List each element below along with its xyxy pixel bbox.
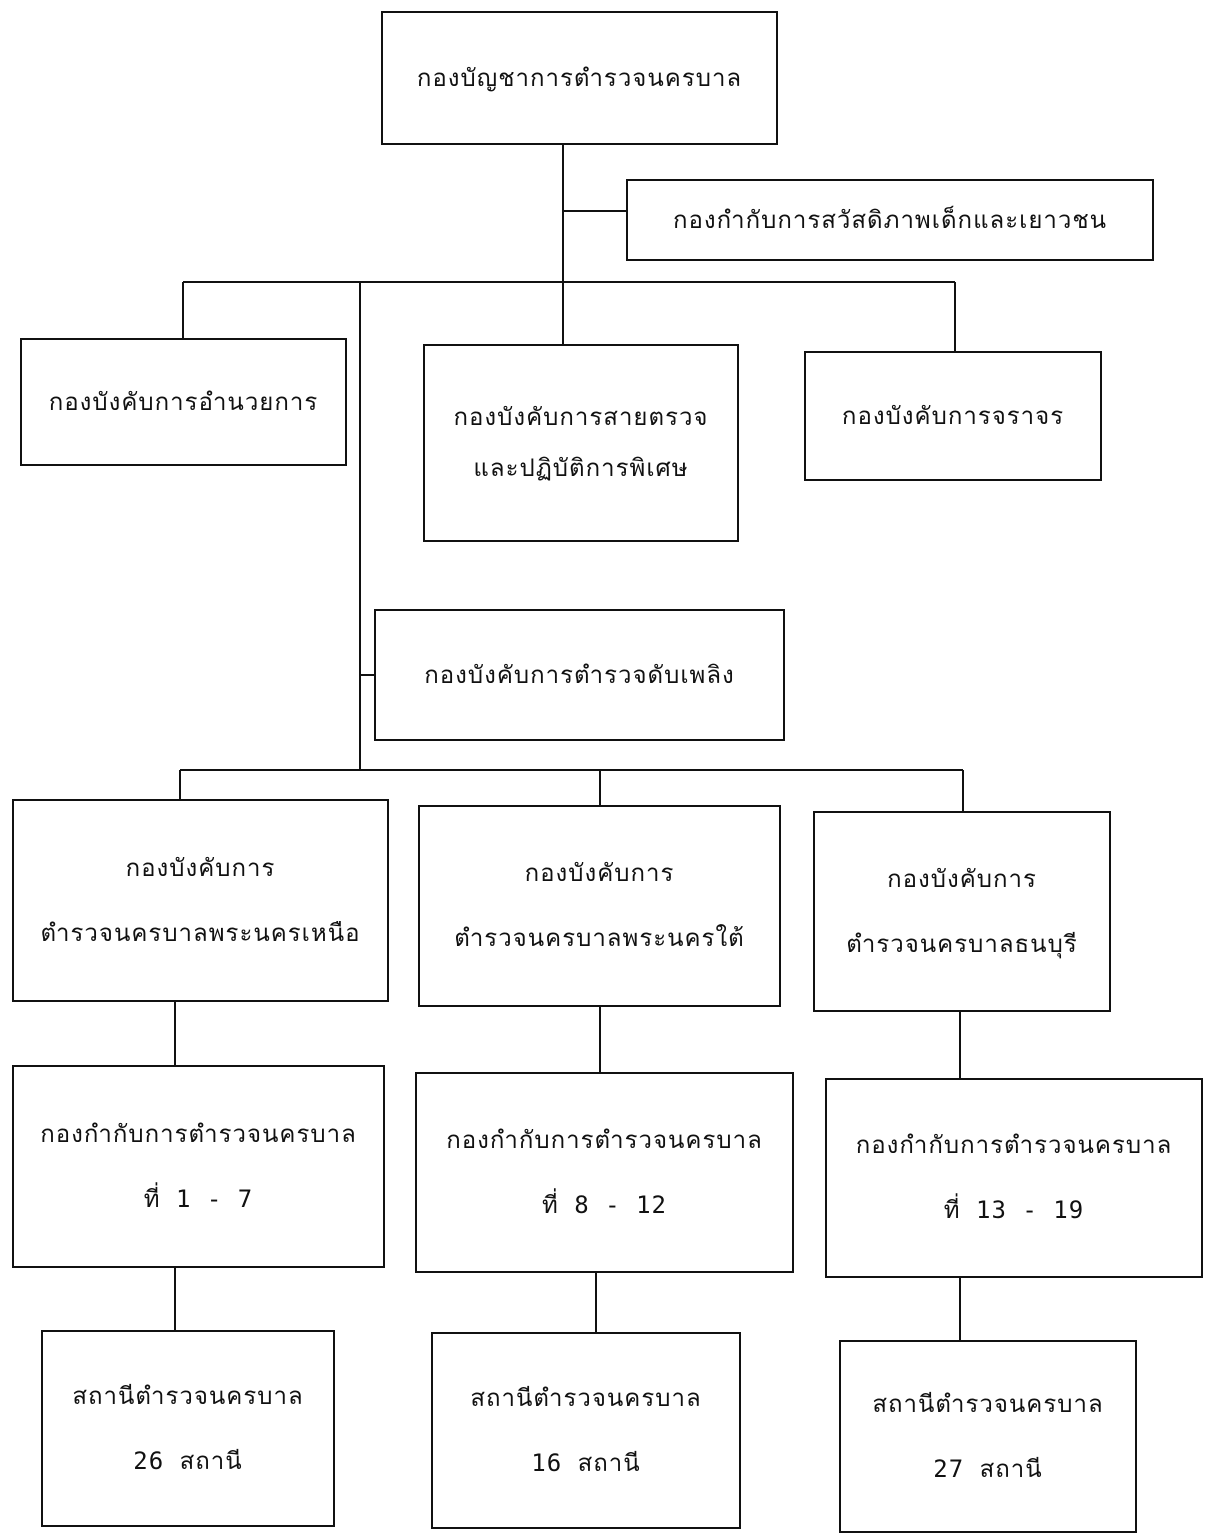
box-admin: กองบังคับการอำนวยการ — [20, 338, 347, 466]
fire-label: กองบังคับการตำรวจดับเพลิง — [424, 660, 735, 689]
stations-16-label-1: สถานีตำรวจนครบาล — [470, 1383, 702, 1412]
traffic-label: กองบังคับการจราจร — [841, 401, 1065, 430]
welfare-label: กองกำกับการสวัสดิภาพเด็กและเยาวชน — [672, 205, 1108, 234]
stations-27-label-1: สถานีตำรวจนครบาล — [872, 1389, 1104, 1418]
division-south-label-1: กองบังคับการ — [524, 859, 675, 888]
division-south-label-2: ตำรวจนครบาลพระนครใต้ — [454, 924, 745, 952]
box-traffic: กองบังคับการจราจร — [804, 351, 1102, 481]
sub-8-12-label-1: กองกำกับการตำรวจนครบาล — [446, 1125, 763, 1154]
division-north-label-1: กองบังคับการ — [125, 853, 276, 882]
patrol-label-2: และปฏิบัติการพิเศษ — [473, 454, 689, 482]
box-patrol: กองบังคับการสายตรวจ และปฏิบัติการพิเศษ — [423, 344, 739, 542]
stations-26-label-1: สถานีตำรวจนครบาล — [72, 1381, 304, 1410]
box-stations-26: สถานีตำรวจนครบาล 26 สถานี — [41, 1330, 335, 1527]
division-thonburi-label-1: กองบังคับการ — [887, 864, 1037, 893]
sub-1-7-label-1: กองกำกับการตำรวจนครบาล — [40, 1119, 357, 1148]
stations-26-label-2: 26 สถานี — [133, 1446, 243, 1475]
sub-1-7-label-2: ที่ 1 - 7 — [143, 1184, 254, 1213]
root-label: กองบัญชาการตำรวจนครบาล — [416, 63, 743, 92]
sub-13-19-label-2: ที่ 13 - 19 — [943, 1196, 1085, 1224]
box-division-south: กองบังคับการ ตำรวจนครบาลพระนครใต้ — [418, 805, 781, 1007]
patrol-label-1: กองบังคับการสายตรวจ — [453, 403, 709, 432]
sub-8-12-label-2: ที่ 8 - 12 — [542, 1190, 667, 1219]
stations-16-label-2: 16 สถานี — [531, 1448, 641, 1477]
box-sub-13-19: กองกำกับการตำรวจนครบาล ที่ 13 - 19 — [825, 1078, 1203, 1278]
box-sub-8-12: กองกำกับการตำรวจนครบาล ที่ 8 - 12 — [415, 1072, 794, 1273]
box-division-thonburi: กองบังคับการ ตำรวจนครบาลธนบุรี — [813, 811, 1111, 1012]
box-sub-1-7: กองกำกับการตำรวจนครบาล ที่ 1 - 7 — [12, 1065, 385, 1268]
box-fire: กองบังคับการตำรวจดับเพลิง — [374, 609, 785, 741]
division-thonburi-label-2: ตำรวจนครบาลธนบุรี — [846, 929, 1078, 958]
sub-13-19-label-1: กองกำกับการตำรวจนครบาล — [855, 1131, 1173, 1160]
stations-27-label-2: 27 สถานี — [933, 1454, 1043, 1483]
admin-label: กองบังคับการอำนวยการ — [48, 387, 319, 416]
box-welfare: กองกำกับการสวัสดิภาพเด็กและเยาวชน — [626, 179, 1154, 261]
box-root: กองบัญชาการตำรวจนครบาล — [381, 11, 778, 145]
box-division-north: กองบังคับการ ตำรวจนครบาลพระนครเหนือ — [12, 799, 389, 1002]
box-stations-16: สถานีตำรวจนครบาล 16 สถานี — [431, 1332, 741, 1529]
division-north-label-2: ตำรวจนครบาลพระนครเหนือ — [40, 918, 361, 947]
box-stations-27: สถานีตำรวจนครบาล 27 สถานี — [839, 1340, 1137, 1533]
